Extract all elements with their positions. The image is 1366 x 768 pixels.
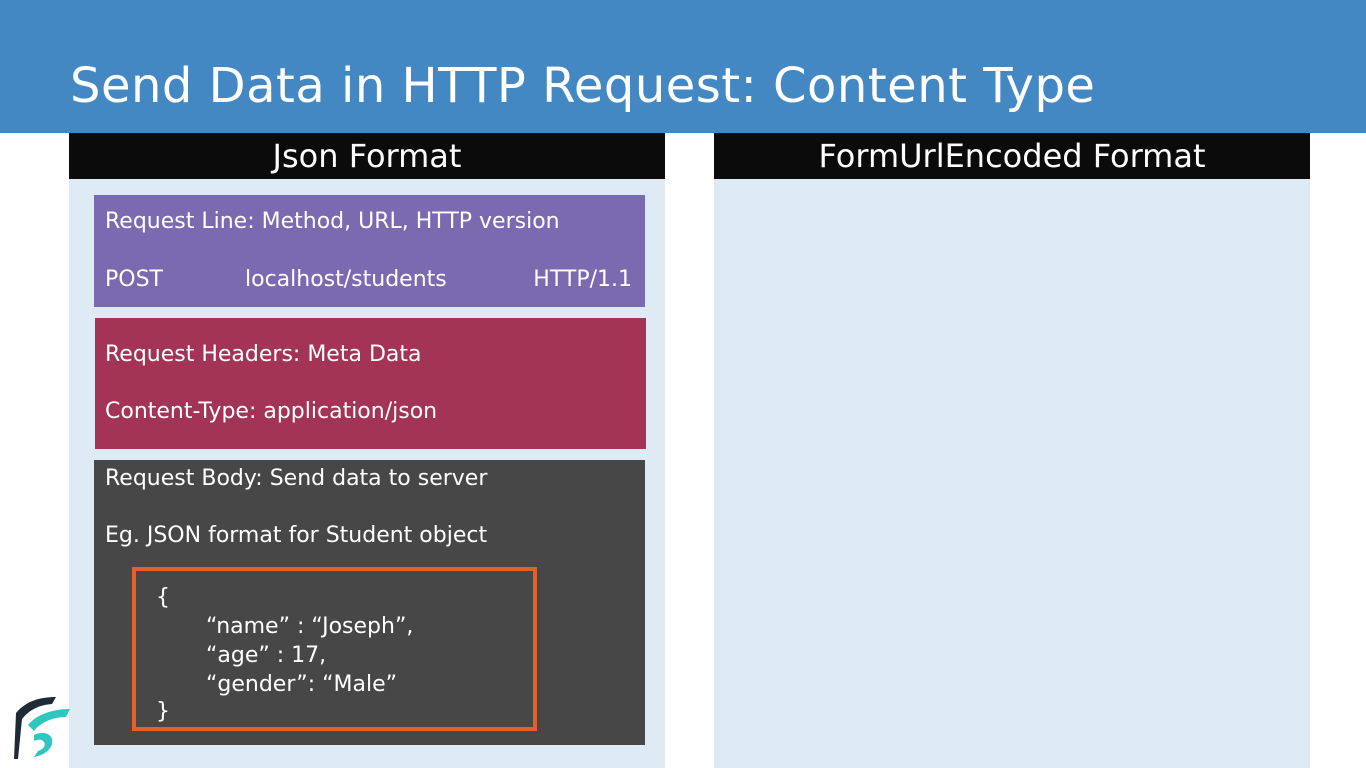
json-gender-line: “gender”: “Male” xyxy=(206,672,398,697)
json-name-line: “name” : “Joseph”, xyxy=(206,614,414,639)
formurlencoded-format-column: FormUrlEncoded Format xyxy=(714,133,1310,768)
request-method: POST xyxy=(105,267,163,292)
request-body-subtitle: Eg. JSON format for Student object xyxy=(105,523,488,548)
json-close-brace: } xyxy=(156,699,170,724)
json-format-header: Json Format xyxy=(69,133,665,179)
json-age-line: “age” : 17, xyxy=(206,643,327,668)
content-type-header: Content-Type: application/json xyxy=(105,399,438,424)
http-version: HTTP/1.1 xyxy=(533,267,632,292)
json-open-brace: { xyxy=(156,585,170,610)
request-headers-box: Request Headers: Meta Data Content-Type:… xyxy=(95,318,646,449)
request-body-title: Request Body: Send data to server xyxy=(105,466,488,491)
title-bar: Send Data in HTTP Request: Content Type xyxy=(0,0,1366,133)
formurlencoded-format-header: FormUrlEncoded Format xyxy=(714,133,1310,179)
json-example-frame: { “name” : “Joseph”, “age” : 17, “gender… xyxy=(132,567,537,731)
request-line-box: Request Line: Method, URL, HTTP version … xyxy=(94,195,645,307)
slide-title: Send Data in HTTP Request: Content Type xyxy=(70,58,1096,114)
request-line-title: Request Line: Method, URL, HTTP version xyxy=(105,209,560,234)
json-format-column: Json Format Request Line: Method, URL, H… xyxy=(69,133,665,768)
request-body-box: Request Body: Send data to server Eg. JS… xyxy=(94,460,645,745)
brand-logo-icon xyxy=(12,695,72,761)
request-headers-title: Request Headers: Meta Data xyxy=(105,342,422,367)
request-url: localhost/students xyxy=(245,267,447,292)
